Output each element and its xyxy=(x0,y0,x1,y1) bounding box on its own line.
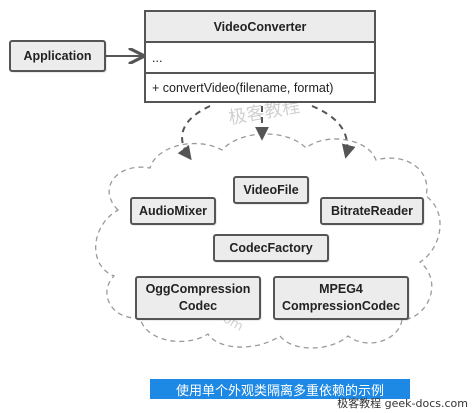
bitrate-reader-label: BitrateReader xyxy=(331,203,413,218)
ogg-codec-line1: OggCompression xyxy=(145,282,251,296)
application-label: Application xyxy=(23,48,92,63)
mpeg4-compression-codec-box: MPEG4 CompressionCodec xyxy=(273,276,409,320)
video-file-box: VideoFile xyxy=(233,176,309,204)
ogg-compression-codec-box: OggCompression Codec xyxy=(135,276,261,320)
codec-factory-label: CodecFactory xyxy=(229,240,313,255)
mpeg4-codec-line1: MPEG4 xyxy=(319,282,363,296)
application-box: Application xyxy=(9,40,106,72)
class-fields: ... xyxy=(146,43,374,74)
figure-caption: 使用单个外观类隔离多重依赖的示例 xyxy=(150,379,410,399)
mpeg4-codec-line2: CompressionCodec xyxy=(281,299,401,313)
audio-mixer-label: AudioMixer xyxy=(138,203,208,218)
video-converter-class: VideoConverter ... + convertVideo(filena… xyxy=(144,10,376,103)
subsystem-cloud xyxy=(95,133,441,349)
class-method: + convertVideo(filename, format) xyxy=(152,80,334,95)
audio-mixer-box: AudioMixer xyxy=(130,197,216,225)
class-name: VideoConverter xyxy=(146,12,374,43)
site-footer: 极客教程 geek-docs.com xyxy=(337,397,468,410)
codec-factory-box: CodecFactory xyxy=(213,234,329,262)
dependency-arrow-right xyxy=(311,105,356,159)
ogg-codec-line2: Codec xyxy=(178,299,218,313)
bitrate-reader-box: BitrateReader xyxy=(320,197,424,225)
dependency-arrow-left xyxy=(177,105,211,161)
video-file-label: VideoFile xyxy=(243,182,299,197)
